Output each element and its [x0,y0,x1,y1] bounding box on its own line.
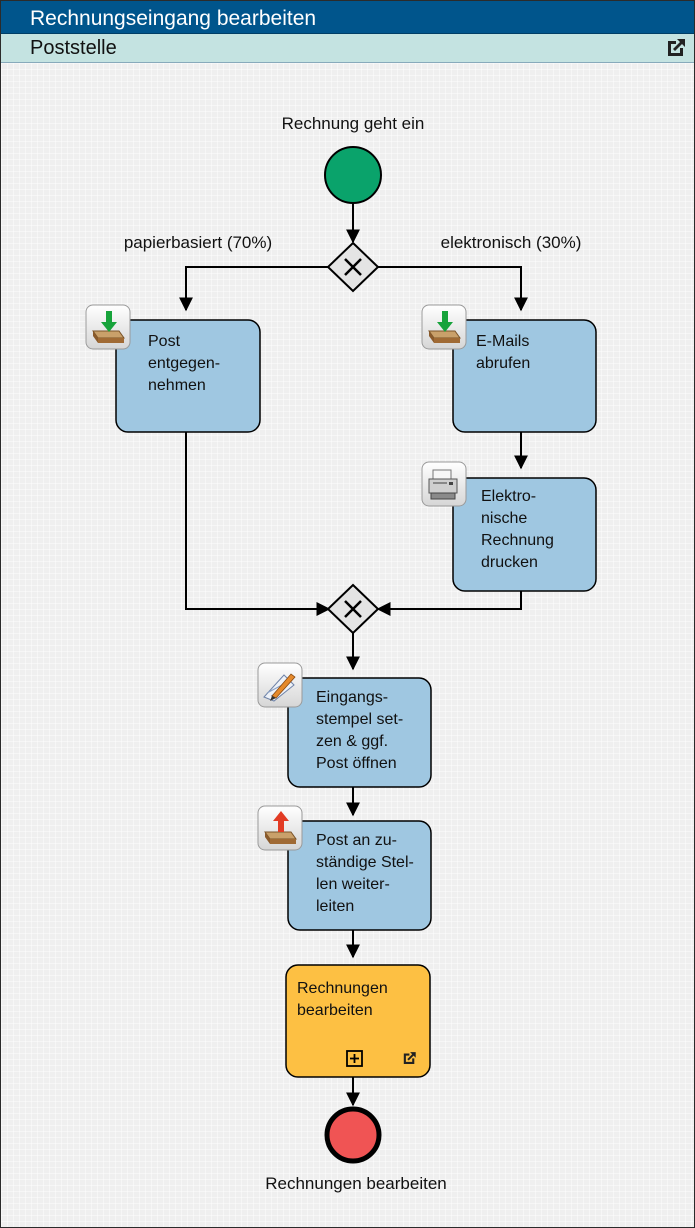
split-left-label: papierbasiert (70%) [124,233,272,252]
sequence-flows [179,203,528,1107]
inbox-upload-icon [257,805,303,851]
task-post-entgegennehmen[interactable] [115,319,261,433]
task-rechnung-drucken[interactable] [452,477,597,592]
inbox-download-icon [421,304,467,350]
task-label-post: Post entgegen- nehmen [148,333,221,394]
lane-header: Poststelle [1,34,694,63]
split-right-label: elektronisch (30%) [441,233,582,252]
task-eingangsstempel[interactable] [287,677,432,788]
process-title: Rechnungseingang bearbeiten [30,7,317,30]
subprocess-rechnungen-bearbeiten[interactable] [285,964,431,1078]
task-label-emails: E-Mails abrufen [476,333,531,372]
printer-icon [421,461,467,507]
task-emails-abrufen[interactable] [452,319,597,433]
start-event-label: Rechnung geht ein [282,114,425,133]
x-icon [344,600,362,618]
task-post-weiterleiten[interactable] [287,820,432,931]
flow-split-to-emails [375,266,528,312]
subprocess-label: Rechnungen bearbeiten [297,980,388,1019]
task-label-print: Elektro- nische Rechnung drucken [481,488,554,571]
inbox-download-icon [85,304,131,350]
x-icon [344,258,362,276]
pen-stamp-icon [257,662,303,708]
task-label-stamp: Eingangs- stempel set- zen & ggf. Post ö… [316,689,404,772]
start-event[interactable] [324,146,382,204]
external-link-icon[interactable] [403,1052,416,1064]
lane-title: Poststelle [30,37,117,59]
flow-split-to-post [179,266,331,312]
external-link-icon[interactable] [664,36,688,60]
flow-post-to-merge [185,432,331,616]
end-event-label: Rechnungen bearbeiten [265,1174,446,1193]
expand-plus-icon[interactable] [346,1050,363,1067]
flow-print-to-merge [376,591,522,616]
end-event[interactable] [324,1106,382,1164]
title-bar: Rechnungseingang bearbeiten [1,1,694,34]
task-label-forward: Post an zu- ständige Stel- len weiter- l… [316,832,414,915]
merge-gateway[interactable] [326,583,380,635]
split-gateway[interactable] [326,241,380,293]
